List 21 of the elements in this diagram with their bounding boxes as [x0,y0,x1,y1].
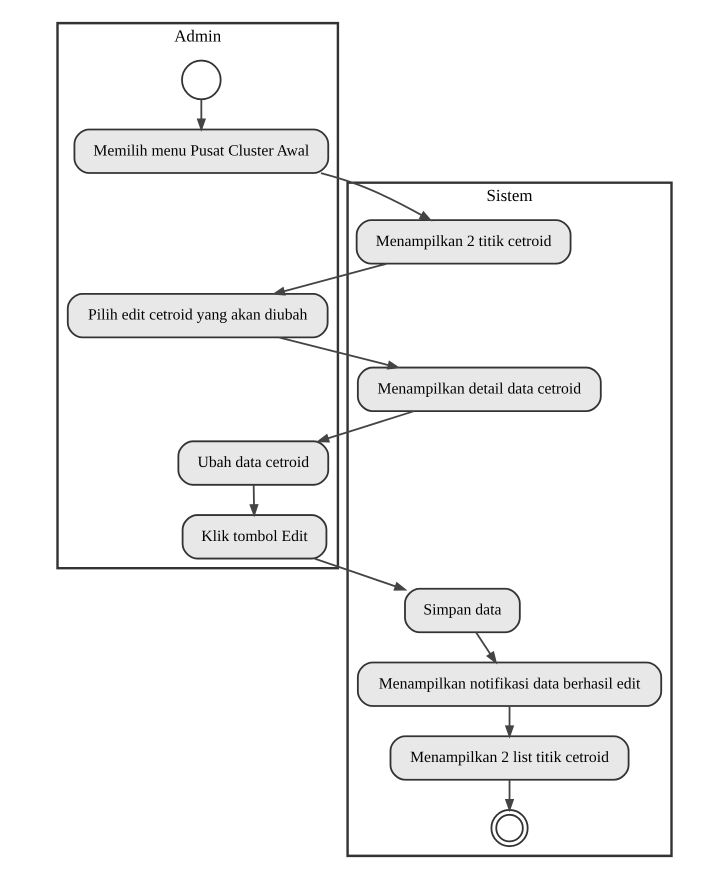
node-box: Pilih edit cetroid yang akan diubah [66,292,328,338]
node-box: Klik tombol Edit [181,514,327,560]
arrow [196,100,206,132]
node-box: Menampilkan 2 list titik cetroid [389,735,629,781]
arrow [271,262,386,296]
arrow [320,172,432,222]
node-box: Menampilkan notifikasi data berhasil edit [356,662,662,707]
arrow [315,410,414,443]
arrow [314,558,407,591]
node-circle [490,809,528,848]
node-circle [180,60,222,100]
node-box: Simpan data [404,588,520,634]
node-box: Ubah data cetroid [176,440,329,486]
arrow [474,632,497,664]
node-box: Menampilkan 2 titik cetroid [355,219,571,265]
node-box: Memilih menu Pusat Cluster Awal [73,128,329,174]
arrow [504,780,514,812]
arrow [248,484,258,518]
arrow [278,336,400,370]
node-box: Menampilkan detail data cetroid [356,366,602,412]
arrow [504,706,514,739]
